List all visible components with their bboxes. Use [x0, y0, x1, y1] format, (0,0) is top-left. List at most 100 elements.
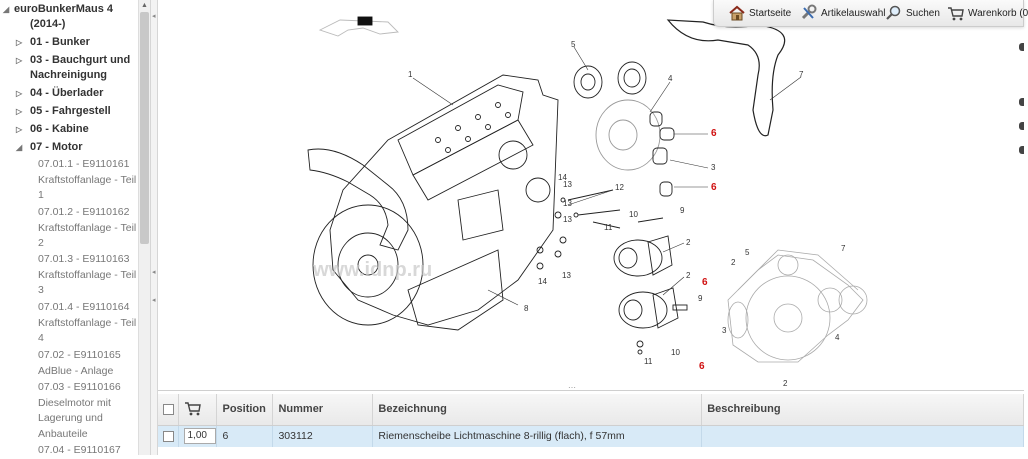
parts-table-panel: ⋯ Position Nummer Bezeichnung Beschreibu…	[158, 383, 1024, 455]
expand-icon[interactable]: ▷	[16, 38, 23, 47]
row-checkbox[interactable]	[163, 430, 174, 442]
callout-6-highlight-d: 6	[699, 361, 705, 372]
callout-1: 1	[408, 70, 413, 79]
expand-icon[interactable]: ▷	[16, 89, 23, 98]
subitem-kraftstoff-4[interactable]: 07.01.4 - E9110164 Kraftstoffanlage - Te…	[38, 301, 137, 344]
callout-6-highlight: 6	[711, 128, 717, 139]
callout-14b: 14	[538, 277, 547, 286]
beschreibung-cell	[701, 425, 1024, 447]
callout-2d: 2	[783, 379, 788, 388]
collapse-icon[interactable]: ◢	[3, 5, 10, 14]
cart-icon	[948, 7, 964, 21]
tree-item-bauchgurt[interactable]: ▷ 03 - Bauchgurt und	[16, 54, 131, 66]
side-toggle[interactable]	[1019, 146, 1024, 154]
tree-item-bunker[interactable]: ▷ 01 - Bunker	[16, 36, 90, 48]
callout-6-highlight-c: 6	[702, 277, 708, 288]
callout-12: 12	[615, 183, 624, 192]
callout-4: 4	[668, 74, 673, 83]
callout-11b: 11	[644, 357, 653, 366]
tree-item-kabine[interactable]: ▷ 06 - Kabine	[16, 123, 89, 135]
scroll-thumb[interactable]	[140, 12, 149, 244]
watermark-text: www.idnp.ru	[312, 259, 432, 281]
nummer-header[interactable]: Nummer	[272, 394, 374, 426]
collapse-left-icon[interactable]: ◂	[152, 13, 156, 20]
tree-root-subtitle: (2014-)	[30, 18, 66, 30]
beschreibung-header[interactable]: Beschreibung	[701, 394, 1024, 426]
tree-item-ueberlader[interactable]: ▷ 04 - Überlader	[16, 87, 104, 99]
side-toggle[interactable]	[1019, 122, 1024, 130]
callout-labels: 1 5 4 7 3 14 13 12 13 13 11 10 9 2 2 13 …	[408, 40, 846, 388]
subitem-adblue[interactable]: 07.02 - E9110165 AdBlue - Anlage	[38, 349, 121, 377]
subitem-0704[interactable]: 07.04 - E9110167	[38, 444, 121, 456]
article-selection-button[interactable]: Artikelauswahl	[800, 4, 885, 23]
tree-item-bauchgurt-line2[interactable]: Nachreinigung	[30, 69, 108, 81]
callout-14: 14	[558, 173, 567, 182]
exploded-view-diagram[interactable]: www.idnp.ru 1 5 4 7 3 14 13 12 13 13 11 …	[158, 0, 1024, 390]
side-toggle[interactable]	[1019, 98, 1024, 106]
table-header-row: Position Nummer Bezeichnung Beschreibung	[158, 394, 1024, 426]
table-row[interactable]: 1,00 6 303112 Riemenscheibe Lichtmaschin…	[158, 425, 1024, 447]
callout-11: 11	[604, 223, 613, 232]
resize-handle-icon[interactable]: ⋯	[568, 383, 576, 392]
expand-icon[interactable]: ▷	[16, 125, 23, 134]
callout-9b: 9	[698, 294, 703, 303]
callout-7: 7	[799, 70, 804, 79]
top-toolbar: Startseite Artikelauswahl Suchen Warenko…	[713, 0, 1028, 27]
callout-13b: 13	[563, 199, 572, 208]
callout-3b: 3	[722, 326, 727, 335]
tree-item-motor[interactable]: ◢ 07 - Motor	[16, 141, 83, 153]
callout-2b: 2	[686, 271, 691, 280]
subitem-kraftstoff-1[interactable]: 07.01.1 - E9110161 Kraftstoffanlage - Te…	[38, 158, 137, 201]
search-button[interactable]: Suchen	[885, 5, 940, 23]
expand-icon[interactable]: ▷	[16, 56, 23, 65]
callout-13d: 13	[562, 271, 571, 280]
panel-splitter[interactable]: ◂ ◂ ◂	[150, 0, 158, 455]
search-icon	[886, 6, 901, 21]
callout-7b: 7	[841, 244, 846, 253]
collapse-left-icon-2[interactable]: ◂	[152, 269, 156, 276]
select-all-header[interactable]	[158, 394, 180, 426]
position-cell: 6	[216, 425, 274, 447]
tree-root-title: euroBunkerMaus 4	[14, 3, 114, 15]
position-header[interactable]: Position	[216, 394, 274, 426]
row-select-cell[interactable]	[158, 425, 180, 447]
callout-5b: 5	[745, 248, 750, 257]
tree-root[interactable]: ◢ euroBunkerMaus 4	[3, 2, 114, 17]
sidebar-scrollbar[interactable]: ▲	[138, 0, 150, 455]
callout-13c: 13	[563, 215, 572, 224]
subitem-dieselmotor[interactable]: 07.03 - E9110166 Dieselmotor mit Lagerun…	[38, 381, 121, 440]
callout-10b: 10	[671, 348, 680, 357]
tree-item-fahrgestell[interactable]: ▷ 05 - Fahrgestell	[16, 105, 111, 117]
callout-2c: 2	[731, 258, 736, 267]
bezeichnung-header[interactable]: Bezeichnung	[372, 394, 703, 426]
category-tree: ◢ euroBunkerMaus 4 (2014-) ▷ 01 - Bunker…	[0, 0, 138, 456]
callout-10: 10	[629, 210, 638, 219]
home-icon	[729, 6, 745, 21]
callout-5: 5	[571, 40, 576, 49]
navigation-sidebar: ◢ euroBunkerMaus 4 (2014-) ▷ 01 - Bunker…	[0, 0, 150, 456]
callout-9: 9	[680, 206, 685, 215]
parts-table: Position Nummer Bezeichnung Beschreibung…	[158, 394, 1024, 447]
collapse-left-icon-3[interactable]: ◂	[152, 297, 156, 304]
subitem-kraftstoff-3[interactable]: 07.01.3 - E9110163 Kraftstoffanlage - Te…	[38, 253, 137, 296]
select-all-checkbox[interactable]	[163, 403, 174, 415]
engine-drawing: www.idnp.ru 1 5 4 7 3 14 13 12 13 13 11 …	[307, 16, 868, 388]
callout-4b: 4	[835, 333, 840, 342]
quantity-cell[interactable]: 1,00	[178, 425, 218, 447]
quantity-input[interactable]: 1,00	[184, 428, 217, 445]
callout-8: 8	[524, 304, 529, 313]
home-button[interactable]: Startseite	[728, 5, 791, 23]
cart-header	[178, 394, 218, 426]
callout-3: 3	[711, 163, 716, 172]
scroll-up-icon[interactable]: ▲	[141, 2, 148, 9]
callout-6-highlight-b: 6	[711, 182, 717, 193]
subitem-kraftstoff-2[interactable]: 07.01.2 - E9110162 Kraftstoffanlage - Te…	[38, 206, 137, 249]
wrench-icon	[801, 4, 817, 20]
cart-button[interactable]: Warenkorb (0	[947, 5, 1028, 23]
side-toggle[interactable]	[1019, 43, 1024, 51]
callout-2: 2	[686, 238, 691, 247]
callout-13: 13	[563, 180, 572, 189]
expand-icon[interactable]: ▷	[16, 107, 23, 116]
collapse-icon[interactable]: ◢	[16, 143, 23, 152]
cart-icon	[185, 402, 202, 416]
